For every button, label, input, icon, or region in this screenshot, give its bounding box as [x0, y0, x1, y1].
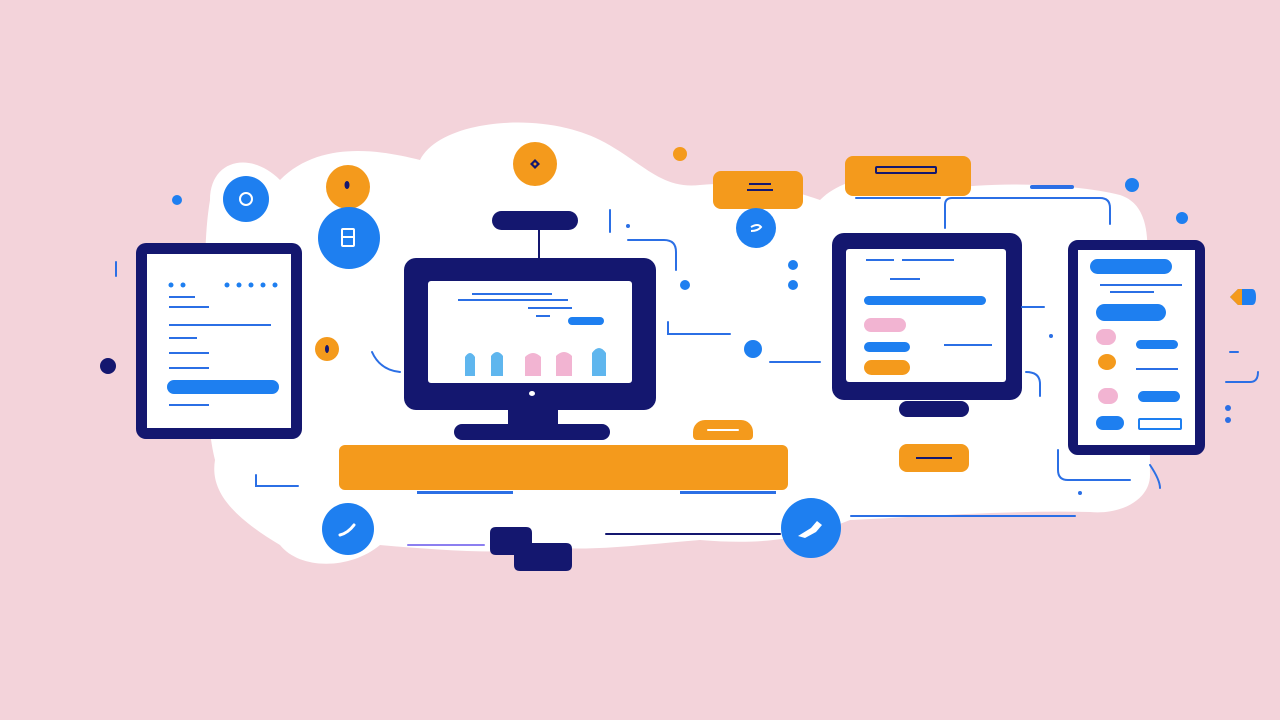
small-blue-dot	[788, 280, 798, 290]
text-line	[944, 344, 992, 346]
connector-line	[538, 230, 540, 260]
small-blue-dot	[172, 195, 182, 205]
text-line	[902, 259, 954, 261]
tablet-left[interactable]	[136, 243, 302, 439]
text-line	[458, 299, 568, 301]
phone-icon[interactable]	[318, 207, 380, 269]
text-line	[1110, 291, 1154, 293]
small-orange-dot	[673, 147, 687, 161]
monitor-center-screen	[428, 281, 632, 383]
text-line	[169, 296, 195, 298]
keyboard-icon	[490, 527, 572, 571]
text-line	[536, 315, 550, 317]
small-blue-dot	[1176, 212, 1188, 224]
small-blue-dot	[788, 260, 798, 270]
list-item-checkbox[interactable]	[1138, 418, 1182, 430]
search-chip[interactable]	[845, 156, 971, 196]
folder-chip[interactable]	[713, 171, 803, 209]
status-chip[interactable]	[899, 444, 969, 472]
bar-mark	[465, 353, 475, 376]
form-submit-button[interactable]	[864, 360, 910, 375]
small-navy-dot	[100, 358, 116, 374]
keyboard-shadow-line	[417, 491, 513, 494]
highlight-bar[interactable]	[167, 380, 279, 394]
list-item-avatar	[1098, 388, 1118, 404]
tablet-right[interactable]	[1068, 240, 1205, 455]
chevron-icon[interactable]	[736, 208, 776, 248]
bar-chart-icon	[465, 348, 606, 376]
monitor-center-base	[454, 424, 610, 440]
diamond-icon[interactable]	[513, 142, 557, 186]
list-item-bar[interactable]	[1138, 391, 1180, 402]
keyboard-shadow-line	[680, 491, 776, 494]
bar-mark	[525, 353, 541, 376]
chart-button[interactable]	[568, 317, 604, 325]
text-line	[890, 278, 920, 280]
text-line	[1136, 368, 1178, 370]
orange-blue-tag[interactable]	[1226, 287, 1256, 307]
mouse-icon[interactable]	[693, 420, 753, 440]
circle-icon[interactable]	[223, 176, 269, 222]
text-line	[169, 404, 209, 406]
list-item-avatar	[1096, 329, 1116, 345]
pin-icon[interactable]	[326, 165, 370, 209]
pen-icon[interactable]	[781, 498, 841, 558]
text-line	[169, 337, 197, 339]
text-line	[169, 306, 209, 308]
text-line	[169, 367, 209, 369]
list-item-bar[interactable]	[1136, 340, 1178, 349]
tablet-left-top-edge	[185, 243, 227, 253]
text-line	[1100, 284, 1182, 286]
list-item-bar[interactable]	[1096, 416, 1124, 430]
text-line	[528, 307, 572, 309]
list-item-dot	[1098, 354, 1116, 370]
warning-icon[interactable]	[315, 337, 339, 361]
monitor-center-stand	[508, 410, 558, 428]
form-field[interactable]	[864, 318, 906, 332]
small-blue-dot	[680, 280, 690, 290]
text-line	[866, 259, 894, 261]
form-field[interactable]	[864, 342, 910, 352]
keyboard-bar[interactable]	[339, 445, 788, 490]
small-blue-dot	[744, 340, 762, 358]
text-line	[169, 324, 271, 326]
bar-mark	[491, 352, 503, 376]
edit-icon[interactable]	[322, 503, 374, 555]
list-item[interactable]	[1096, 304, 1166, 321]
bar-mark	[592, 348, 606, 376]
bar-mark	[556, 352, 572, 376]
monitor-right-base	[899, 401, 969, 417]
monitor-center-power-dot	[529, 391, 535, 396]
dot-row	[167, 276, 278, 294]
monitor-right-screen	[846, 249, 1006, 382]
text-line	[169, 352, 209, 354]
text-line	[472, 293, 552, 295]
title-bar-pill[interactable]	[492, 211, 578, 230]
list-header[interactable]	[1090, 259, 1172, 274]
small-blue-dot	[1125, 178, 1139, 192]
form-field[interactable]	[864, 296, 986, 305]
